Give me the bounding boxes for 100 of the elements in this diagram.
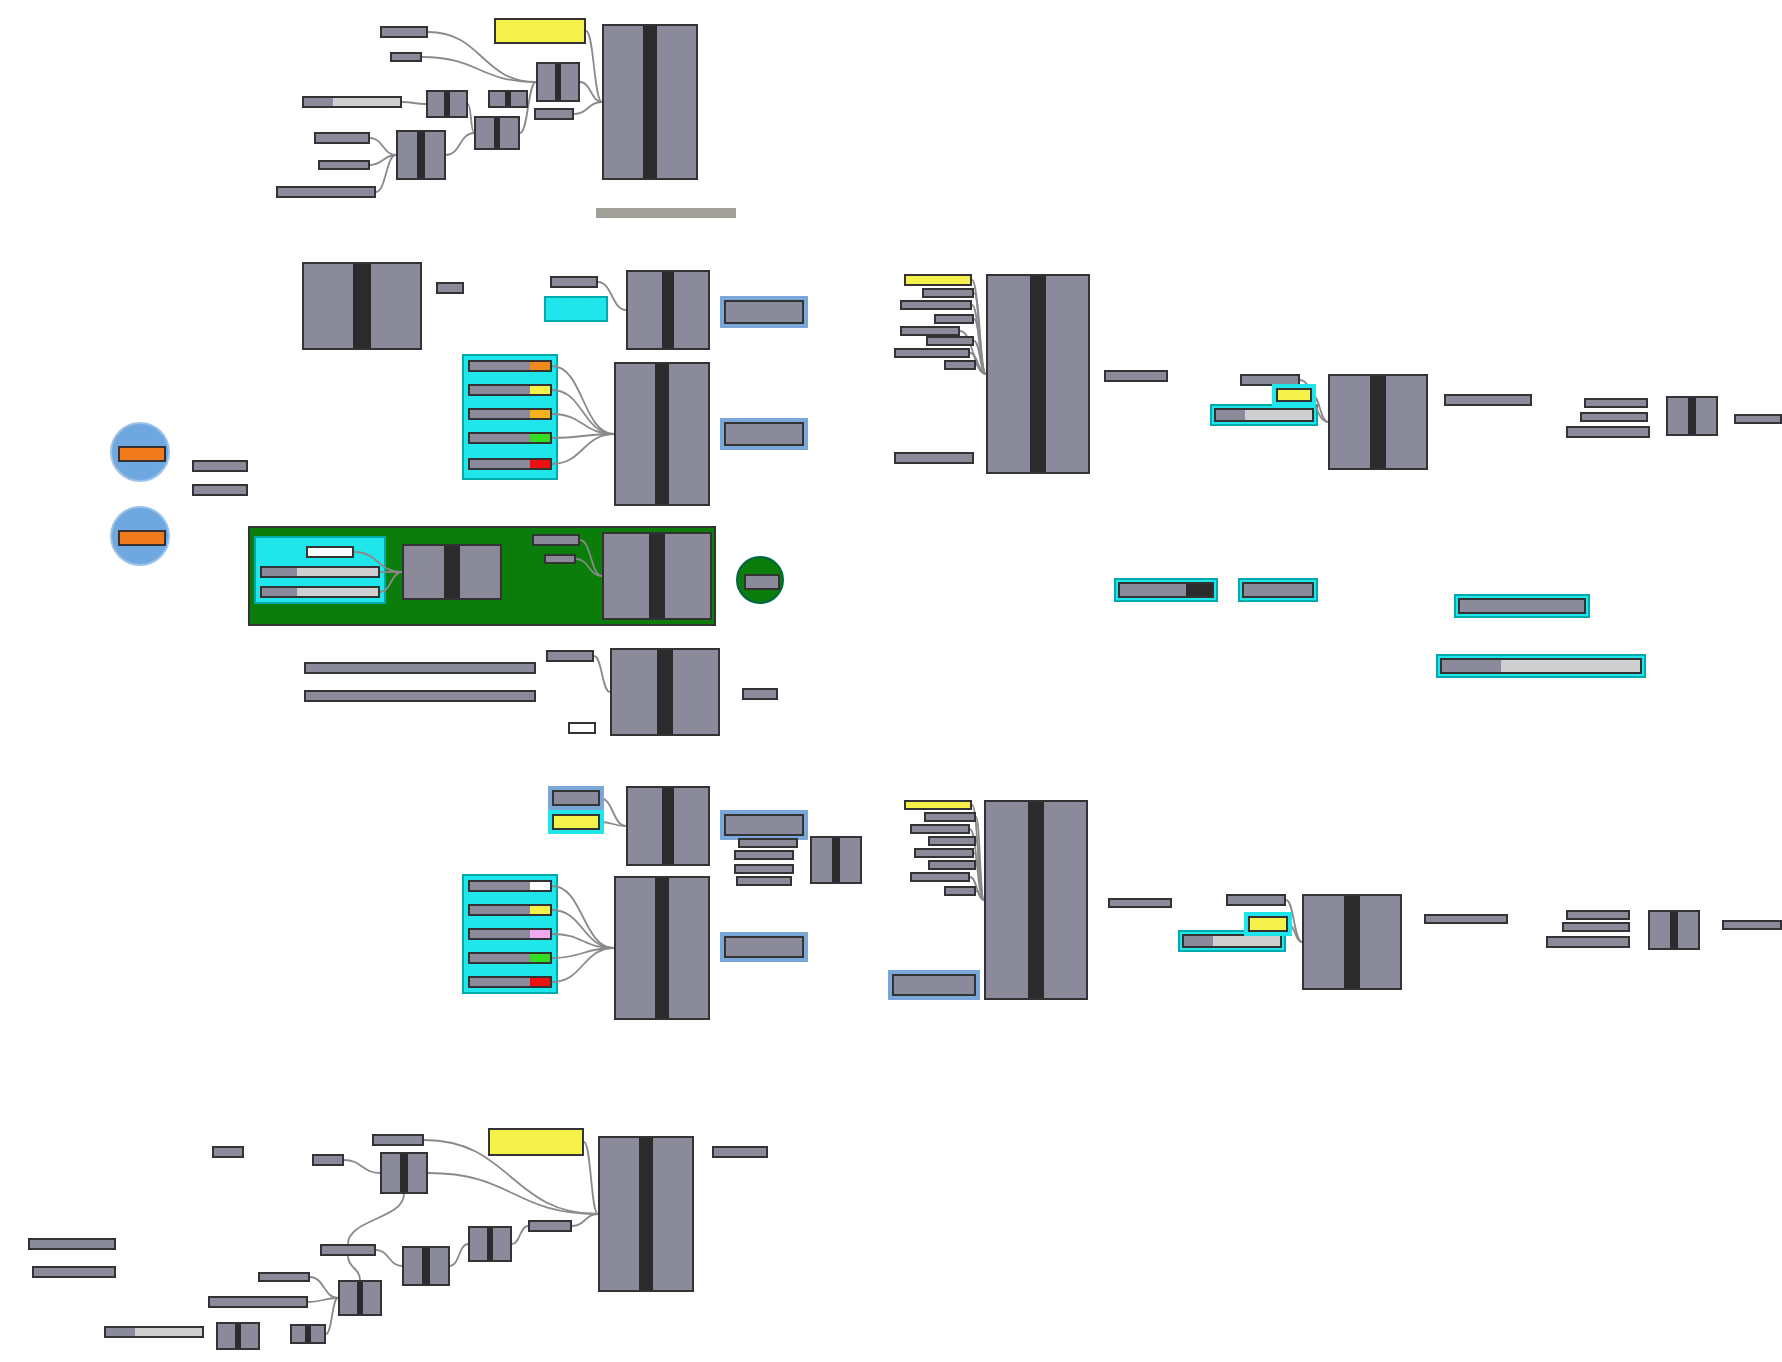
component-block: [1328, 374, 1428, 470]
parameter-bar: [934, 314, 974, 324]
wire: [579, 81, 603, 103]
panel-bar: [488, 1128, 584, 1156]
parameter-bar: [318, 160, 370, 170]
wire: [551, 433, 615, 465]
wire: [347, 1255, 361, 1281]
parameter-bar: [928, 860, 976, 870]
wire: [1299, 379, 1329, 423]
panel-bar: [1248, 916, 1288, 932]
wire: [511, 1225, 529, 1245]
parameter-bar: [528, 1220, 572, 1232]
parameter-bar: [546, 650, 594, 662]
slider-bar: [468, 408, 552, 420]
component-block: [290, 1324, 326, 1344]
wire: [375, 1249, 403, 1267]
component-block: [1302, 894, 1402, 990]
wire: [347, 1193, 405, 1245]
parameter-bar: [208, 1296, 308, 1308]
component-block: [402, 544, 502, 600]
component-block: [474, 116, 520, 150]
parameter-bar: [320, 1244, 376, 1256]
parameter-bar: [926, 336, 974, 346]
component-block: [302, 262, 422, 350]
wire: [583, 1141, 599, 1215]
wire: [379, 571, 403, 593]
wire: [973, 340, 987, 375]
wire: [379, 571, 403, 573]
panel-bar: [904, 274, 972, 286]
wire: [973, 318, 987, 375]
component-block: [626, 270, 710, 350]
wire: [1285, 899, 1303, 943]
wire: [467, 103, 475, 134]
component-block: [216, 1322, 260, 1350]
component-block: [1666, 396, 1718, 436]
parameter-bar: [552, 790, 600, 806]
wire: [599, 797, 627, 827]
component-block: [426, 90, 468, 118]
wire: [449, 1243, 469, 1267]
parameter-bar: [928, 836, 976, 846]
parameter-bar: [390, 52, 422, 62]
wire: [369, 154, 397, 166]
component-block: [338, 1280, 382, 1316]
component-block: [626, 786, 710, 866]
component-block: [536, 62, 580, 102]
parameter-bar: [922, 288, 974, 298]
component-block: [468, 1226, 512, 1262]
parameter-bar: [1240, 374, 1300, 386]
slider-bar: [468, 904, 552, 916]
slider-bar: [260, 566, 380, 578]
wire: [969, 876, 985, 901]
component-block: [396, 130, 446, 180]
slider-bar: [468, 360, 552, 372]
parameter-bar: [532, 534, 580, 546]
parameter-bar: [944, 886, 976, 896]
wire: [307, 1297, 339, 1303]
wire: [593, 655, 611, 693]
component-block: [598, 1136, 694, 1292]
wire: [585, 30, 603, 103]
component-block: [488, 90, 528, 108]
wire: [551, 947, 615, 983]
wire: [551, 365, 615, 435]
parameter-bar: [900, 326, 960, 336]
parameter-bar: [900, 300, 972, 310]
parameter-bar: [894, 348, 970, 358]
wire: [597, 281, 627, 311]
component-block: [986, 274, 1090, 474]
parameter-bar: [276, 186, 376, 198]
component-block: [610, 648, 720, 736]
component-block: [602, 532, 712, 620]
wire: [571, 1213, 599, 1227]
wire: [375, 154, 397, 193]
slider-bar: [302, 96, 402, 108]
component-block: [984, 800, 1088, 1000]
wire: [445, 132, 475, 156]
parameter-bar: [944, 360, 976, 370]
slider-bar: [260, 586, 380, 598]
panel-bar: [1276, 388, 1312, 402]
component-block: [1648, 910, 1700, 950]
parameter-bar: [550, 276, 598, 288]
wire: [325, 1297, 339, 1335]
parameter-bar: [544, 554, 576, 564]
parameter-bar: [372, 1134, 424, 1146]
slider-bar: [468, 928, 552, 940]
parameter-bar: [258, 1272, 310, 1282]
wire: [551, 885, 615, 949]
parameter-bar: [380, 26, 428, 38]
slider-bar: [468, 976, 552, 988]
slider-bar: [468, 432, 552, 444]
parameter-bar: [314, 132, 370, 144]
component-block: [614, 362, 710, 506]
component-block: [810, 836, 862, 884]
wire: [975, 364, 987, 375]
slider-bar: [468, 952, 552, 964]
component-block: [602, 24, 698, 180]
panel-bar: [494, 18, 586, 44]
wire: [973, 292, 987, 375]
toggle-bar: [306, 546, 354, 558]
slider-bar: [468, 384, 552, 396]
wire: [369, 137, 397, 156]
